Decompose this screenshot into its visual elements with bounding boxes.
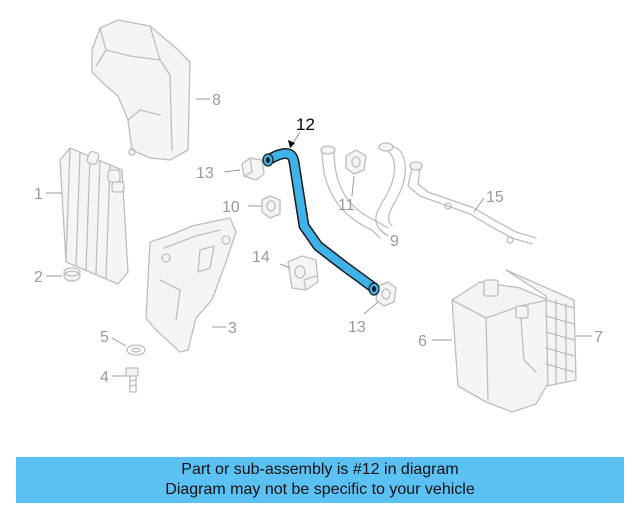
caption-banner: Part or sub-assembly is #12 in diagram D… bbox=[16, 457, 624, 503]
part-9-hose bbox=[320, 142, 407, 239]
part-12-hose-highlighted bbox=[262, 148, 380, 296]
part-6-housing bbox=[451, 279, 551, 413]
callout-3: 3 bbox=[228, 320, 237, 337]
callout-6: 6 bbox=[418, 333, 427, 350]
part-7-filter bbox=[505, 269, 577, 387]
callout-5: 5 bbox=[100, 329, 109, 346]
callout-13-lower: 13 bbox=[348, 319, 366, 336]
part-11-clamp bbox=[345, 149, 367, 175]
callout-7: 7 bbox=[594, 329, 603, 346]
callout-14: 14 bbox=[252, 249, 270, 266]
callout-13-upper: 13 bbox=[196, 165, 214, 182]
part-8-air-duct bbox=[91, 19, 191, 161]
part-10-clamp bbox=[261, 195, 281, 219]
callout-12: 12 bbox=[296, 115, 315, 134]
part-2-grommet bbox=[63, 267, 81, 282]
leader-lines bbox=[46, 98, 592, 377]
callout-8: 8 bbox=[212, 92, 221, 109]
part-13-clamp-upper bbox=[241, 157, 265, 181]
parts-diagram: 1 2 3 4 5 6 7 8 9 10 11 12 13 13 14 15 bbox=[34, 19, 603, 413]
part-4-bolt bbox=[125, 367, 139, 393]
callout-10: 10 bbox=[222, 199, 240, 216]
callout-9: 9 bbox=[390, 233, 399, 250]
callout-1: 1 bbox=[34, 186, 43, 203]
caption-line-1: Part or sub-assembly is #12 in diagram bbox=[181, 461, 459, 478]
part-14-clamp bbox=[287, 255, 319, 291]
part-5-washer bbox=[126, 344, 146, 356]
callout-11: 11 bbox=[338, 197, 355, 214]
callout-labels: 1 2 3 4 5 6 7 8 9 10 11 12 13 13 14 15 bbox=[34, 92, 603, 386]
caption-line-2: Diagram may not be specific to your vehi… bbox=[165, 481, 475, 498]
callout-4: 4 bbox=[100, 369, 109, 386]
callout-2: 2 bbox=[34, 269, 43, 286]
part-13-clamp-lower bbox=[375, 281, 397, 307]
part-15-pipe bbox=[407, 161, 537, 245]
part-3-bracket bbox=[145, 217, 237, 353]
part-1-radiator bbox=[59, 147, 129, 285]
callout-15: 15 bbox=[486, 189, 504, 206]
